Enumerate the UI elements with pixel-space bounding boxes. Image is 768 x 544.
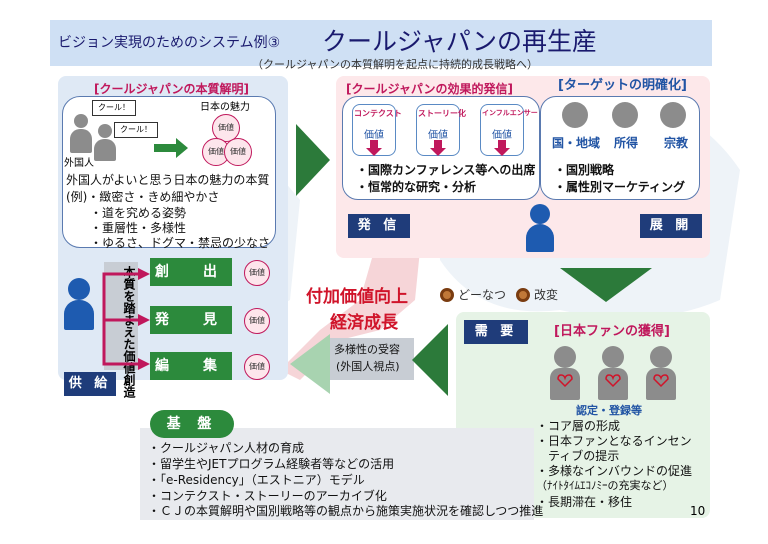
target-category: 所得 — [614, 136, 639, 150]
foundation-item: ・コンテクスト・ストーリーのアーカイブ化 — [148, 489, 387, 503]
value-circle-edit: 価値 — [244, 354, 270, 380]
value-circle-discover: 価値 — [244, 308, 270, 334]
foundation-panel — [140, 428, 534, 520]
down-arrows — [366, 140, 510, 156]
page-number: 10 — [690, 504, 706, 518]
story-pill-label: ストーリー化 — [418, 109, 466, 118]
demand-item: ティブの提示 — [536, 449, 620, 463]
value-circle-create: 価値 — [244, 260, 270, 286]
story-pill-value: 価値 — [428, 130, 448, 141]
demand-label: 需 要 — [464, 320, 528, 344]
transmission-heading: [クールジャパンの効果的発信] — [346, 82, 513, 96]
donut-icon-2 — [516, 288, 530, 302]
acceptance-line1: 多様性の受容 — [334, 343, 400, 356]
flow-arrow-left-small — [290, 334, 330, 394]
influencer-pill-value: 価値 — [492, 130, 512, 141]
foundation-label: 基 盤 — [150, 410, 234, 438]
page-title: クールジャパンの再生産 — [322, 27, 598, 56]
donut-icon — [440, 288, 454, 302]
kaizen-text: 改変 — [534, 288, 559, 302]
growth-text: 経済成長 — [330, 313, 398, 333]
transmission-label: 発 信 — [348, 214, 410, 238]
example-item: ・ゆるさ、ドグマ・禁忌の少なさ — [90, 236, 271, 250]
target-item: ・属性別マーケティング — [554, 180, 686, 194]
foundation-item: ・クールジャパン人材の育成 — [148, 441, 305, 455]
context-pill — [352, 104, 396, 156]
demand-item: （ﾅｲﾄﾀｲﾑｴｺﾉﾐｰの充実など） — [536, 479, 674, 492]
title-note: （クールジャパンの本質解明を起点に持続的成長戦略へ） — [252, 58, 538, 71]
value-circle-left: 価値 — [202, 138, 230, 166]
demand-item: ・長期滞在・移住 — [536, 495, 633, 509]
flow-arrow-down — [560, 268, 652, 302]
target-category: 宗教 — [664, 136, 689, 150]
foundation-item: ・留学生やJETプログラム経験者等などの活用 — [148, 457, 395, 471]
transmission-item: ・恒常的な研究・分析 — [356, 180, 477, 194]
essence-desc: 外国人がよいと思う日本の魅力の本質 — [66, 173, 270, 187]
flow-arrow-left — [412, 324, 448, 396]
context-pill-value: 価値 — [364, 130, 384, 141]
cert-label: 認定・登録等 — [576, 404, 642, 417]
example-item: ・重層性・多様性 — [90, 221, 187, 235]
header-band — [50, 20, 712, 66]
demand-item: ・多様なインバウンドの促進 — [536, 464, 693, 478]
supply-label: 供 給 — [64, 372, 116, 396]
influencer-pill-label: インフルエンサー — [482, 109, 538, 117]
heart-icons — [557, 374, 669, 388]
essence-bubble — [62, 96, 276, 248]
charm-label: 日本の魅力 — [200, 102, 250, 113]
flow-arrow-right — [296, 124, 330, 196]
demand-heading: [日本ファンの獲得] — [554, 324, 670, 339]
cycle-text: どーなつ — [458, 288, 507, 302]
discover-button[interactable]: 発 見 — [150, 306, 232, 334]
target-item: ・国別戦略 — [554, 163, 615, 177]
acceptance-box — [330, 338, 414, 380]
edit-button[interactable]: 編 集 — [150, 352, 232, 380]
target-category: 国・地域 — [552, 136, 601, 150]
cool-bubble-1: クール！ — [92, 100, 136, 116]
cool-bubble-2: クール！ — [114, 122, 158, 138]
value-circle-top: 価値 — [212, 114, 240, 142]
foreigner-label: 外国人 — [64, 158, 94, 169]
creation-arrows — [102, 268, 150, 370]
value-circle-right: 価値 — [224, 138, 252, 166]
value-add-text: 付加価値向上 — [306, 287, 408, 307]
target-heading: [ターゲットの明確化] — [558, 78, 687, 93]
acceptance-line2: (外国人視点) — [336, 360, 400, 373]
context-pill-label: コンテクスト — [354, 109, 402, 118]
deploy-label: 展 開 — [640, 214, 702, 238]
foundation-item: ・「e-Residency」（エストニア）モデル — [148, 473, 365, 487]
demand-item: ・日本ファンとなるインセン — [536, 434, 692, 448]
essence-heading: [クールジャパンの本質解明] — [94, 82, 249, 96]
subtitle: ビジョン実現のためのシステム例③ — [58, 35, 281, 51]
example-item: ・道を究める姿勢 — [90, 206, 187, 220]
create-button[interactable]: 創 出 — [150, 258, 232, 286]
arrow-right-icon — [154, 138, 188, 158]
transmission-item: ・国際カンファレンス等への出席 — [356, 163, 536, 177]
creation-label-box — [104, 262, 138, 370]
demand-item: ・コア層の形成 — [536, 419, 621, 433]
foundation-item: ・ＣＪの本質解明や国別戦略等の観点から施策実施状況を確認しつつ推進 — [148, 504, 544, 518]
example-lead: (例)・緻密さ・きめ細やかさ — [66, 190, 220, 204]
